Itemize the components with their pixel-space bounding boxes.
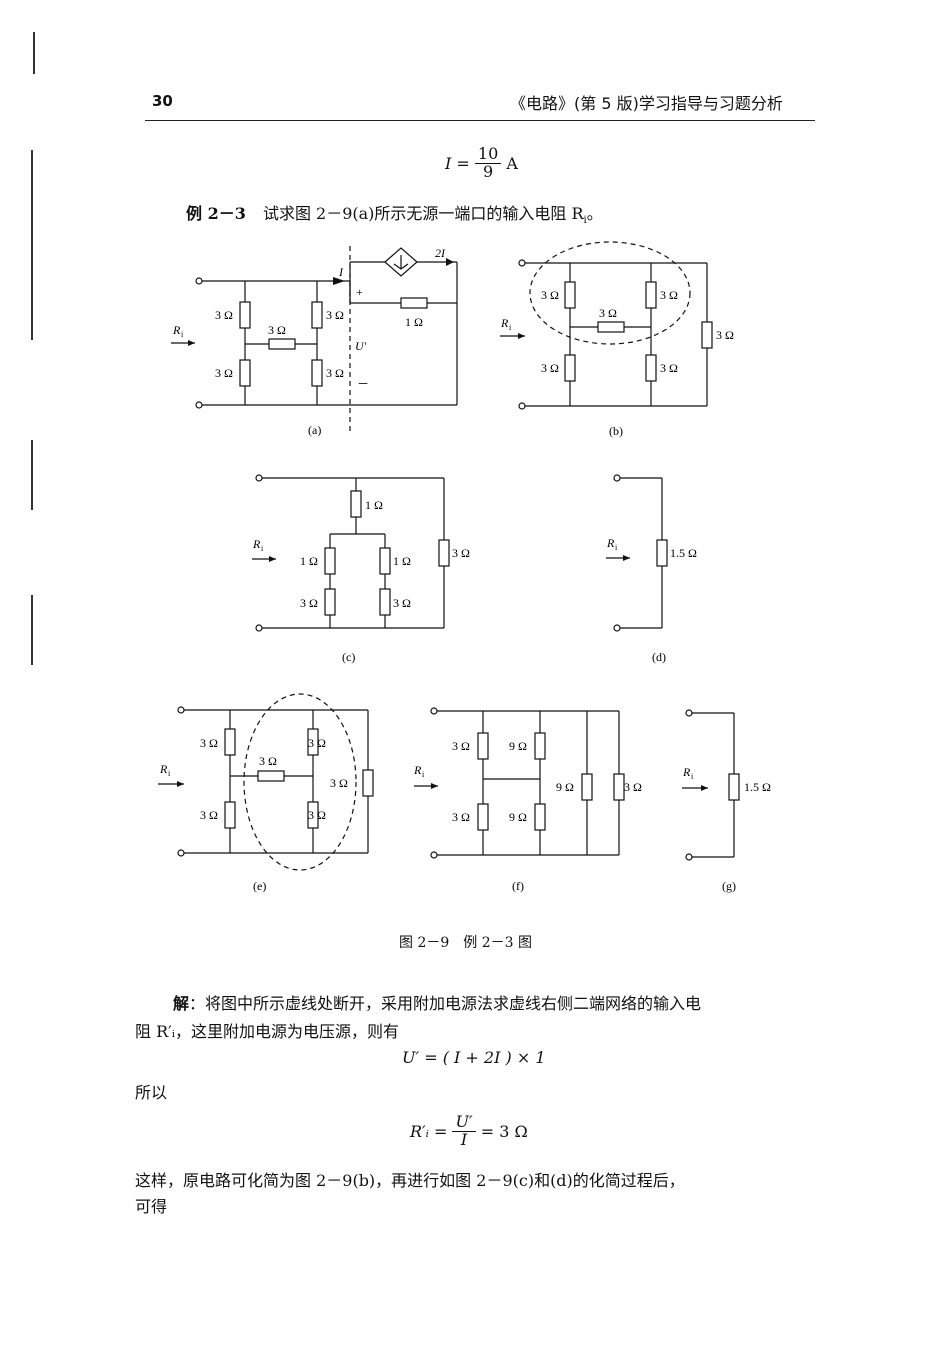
svg-text:R: R [413, 763, 422, 777]
svg-text:(a): (a) [308, 423, 321, 437]
svg-text:3 Ω: 3 Ω [259, 754, 277, 768]
svg-text:3 Ω: 3 Ω [452, 739, 470, 753]
svg-text:U': U' [355, 339, 367, 353]
svg-text:1 Ω: 1 Ω [405, 315, 423, 329]
example-label: 例 2－3 [186, 204, 246, 223]
svg-text:3 Ω: 3 Ω [326, 308, 344, 322]
svg-text:3 Ω: 3 Ω [452, 810, 470, 824]
margin-mark [33, 32, 35, 74]
svg-text:1 Ω: 1 Ω [300, 554, 318, 568]
equation-ri-prime: R′ᵢ = U′I = 3 Ω [410, 1112, 528, 1149]
svg-text:i: i [422, 770, 425, 779]
figure-caption: 图 2－9 例 2－3 图 [399, 935, 532, 951]
svg-text:3 Ω: 3 Ω [452, 546, 470, 560]
svg-text:3 Ω: 3 Ω [300, 596, 318, 610]
header-rule [145, 120, 815, 121]
circuit-c: 1 Ω 1 Ω 1 Ω 3 Ω 3 Ω 3 Ω R i (c) [252, 474, 470, 664]
svg-text:i: i [509, 323, 512, 332]
svg-text:i: i [691, 772, 694, 781]
svg-text:I: I [338, 265, 344, 279]
solution-line-1: 解：将图中所示虚线处断开，采用附加电源法求虚线右侧二端网络的输入电 [173, 994, 702, 1013]
circuit-g: 1.5 Ω R i (g) [682, 709, 771, 893]
svg-text:9 Ω: 9 Ω [556, 780, 574, 794]
svg-text:9 Ω: 9 Ω [509, 810, 527, 824]
circuit-b: 3 Ω 3 Ω 3 Ω 3 Ω 3 Ω 3 Ω R i (b) [500, 241, 734, 438]
solution-line-4: 可得 [135, 1197, 168, 1216]
margin-mark [31, 440, 33, 510]
circuit-e: 3 Ω 3 Ω 3 Ω 3 Ω 3 Ω 3 Ω R i (e) [158, 693, 374, 893]
svg-text:－: － [357, 377, 369, 391]
svg-text:1 Ω: 1 Ω [365, 498, 383, 512]
svg-text:3 Ω: 3 Ω [393, 596, 411, 610]
svg-text:R: R [172, 323, 181, 337]
svg-text:3 Ω: 3 Ω [660, 288, 678, 302]
running-title: 《电路》(第 5 版)学习指导与习题分析 [510, 94, 783, 113]
svg-text:3 Ω: 3 Ω [599, 306, 617, 320]
svg-text:3 Ω: 3 Ω [330, 776, 348, 790]
svg-text:3 Ω: 3 Ω [624, 780, 642, 794]
text-suoyi: 所以 [135, 1083, 168, 1102]
svg-text:(b): (b) [609, 424, 623, 438]
svg-text:3 Ω: 3 Ω [215, 308, 233, 322]
svg-text:(e): (e) [253, 879, 266, 893]
svg-text:R: R [500, 316, 509, 330]
svg-text:9 Ω: 9 Ω [509, 739, 527, 753]
svg-text:i: i [615, 543, 618, 552]
svg-text:1 Ω: 1 Ω [393, 554, 411, 568]
svg-text:2I: 2I [435, 246, 446, 260]
circuit-d: 1.5 Ω R i (d) [606, 474, 697, 664]
svg-text:(c): (c) [342, 650, 355, 664]
svg-text:3 Ω: 3 Ω [660, 361, 678, 375]
svg-text:3 Ω: 3 Ω [541, 361, 559, 375]
circuit-a: 3 Ω 3 Ω 3 Ω 3 Ω 3 Ω 1 Ω I 2I U' + － R i … [171, 246, 458, 437]
svg-text:3 Ω: 3 Ω [215, 366, 233, 380]
example-heading: 例 2－3 试求图 2－9(a)所示无源一端口的输入电阻 Ri。 [186, 204, 603, 227]
example-text: 试求图 2－9(a)所示无源一端口的输入电阻 R [262, 204, 584, 223]
svg-text:R: R [159, 762, 168, 776]
svg-text:(d): (d) [652, 650, 666, 664]
circuit-f: 3 Ω 9 Ω 3 Ω 9 Ω 9 Ω 3 Ω R i (f) [413, 707, 642, 893]
equation-u-prime: U′ = ( I + 2I ) × 1 [402, 1048, 546, 1067]
svg-text:1.5 Ω: 1.5 Ω [744, 780, 771, 794]
svg-text:(f): (f) [512, 879, 524, 893]
solution-line-3: 这样，原电路可化简为图 2－9(b)，再进行如图 2－9(c)和(d)的化简过程… [135, 1171, 685, 1190]
svg-text:3 Ω: 3 Ω [716, 328, 734, 342]
svg-text:R: R [252, 537, 261, 551]
svg-text:+: + [356, 285, 363, 299]
svg-text:R: R [682, 765, 691, 779]
svg-text:3 Ω: 3 Ω [200, 808, 218, 822]
svg-text:i: i [168, 769, 171, 778]
margin-mark [31, 595, 33, 665]
svg-text:3 Ω: 3 Ω [268, 323, 286, 337]
svg-text:(g): (g) [722, 879, 736, 893]
svg-text:3 Ω: 3 Ω [200, 736, 218, 750]
svg-text:3 Ω: 3 Ω [541, 288, 559, 302]
margin-mark [31, 150, 33, 340]
svg-text:3 Ω: 3 Ω [308, 808, 326, 822]
svg-text:1.5 Ω: 1.5 Ω [670, 546, 697, 560]
page-number: 30 [152, 92, 173, 110]
svg-text:3 Ω: 3 Ω [326, 366, 344, 380]
svg-text:i: i [261, 544, 264, 553]
svg-text:i: i [181, 330, 184, 339]
svg-text:R: R [606, 536, 615, 550]
solution-line-2: 阻 R′ᵢ，这里附加电源为电压源，则有 [135, 1022, 399, 1041]
svg-text:3 Ω: 3 Ω [308, 736, 326, 750]
